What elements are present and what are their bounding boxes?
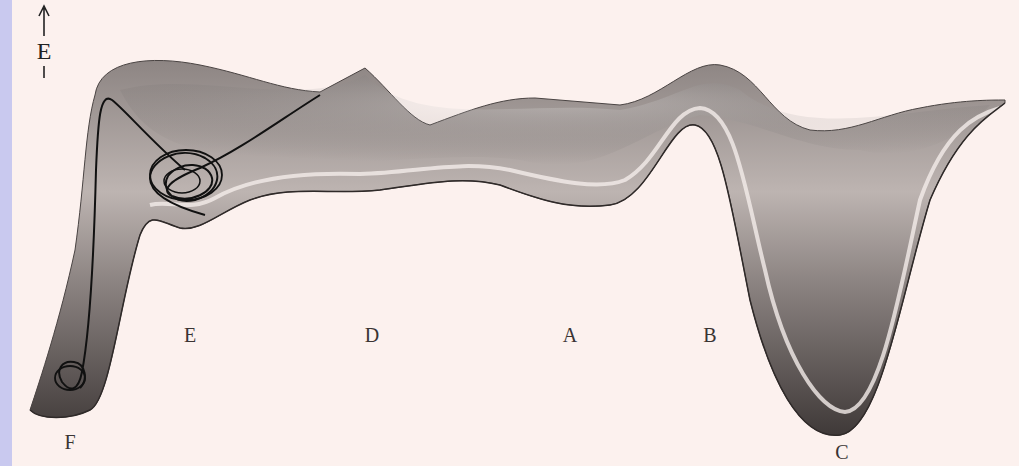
well-label: E <box>184 325 196 345</box>
axis-arrow <box>39 6 49 36</box>
axis-label: E <box>37 39 52 63</box>
trajectory-line <box>150 95 320 215</box>
well-label: D <box>365 325 379 345</box>
orbit-ring <box>150 150 222 200</box>
well-label: F <box>64 432 75 452</box>
surface-highlight <box>150 108 1000 412</box>
well-label: C <box>835 442 848 462</box>
surface-shading <box>120 75 990 165</box>
well-label: B <box>703 325 716 345</box>
trajectory-line <box>59 99 185 389</box>
orbit-ring <box>164 169 200 193</box>
front-edge <box>30 103 1005 435</box>
well-label: A <box>563 325 577 345</box>
orbit-ring <box>55 366 85 390</box>
axis-tick <box>43 66 45 78</box>
landscape-surface <box>30 60 1005 435</box>
